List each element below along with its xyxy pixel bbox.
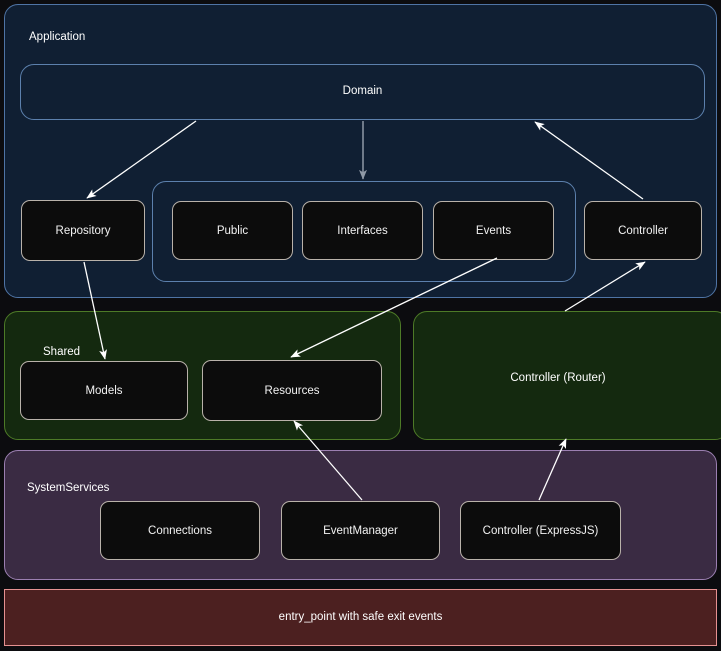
node-controller-expressjs-label: Controller (ExpressJS) (482, 524, 599, 537)
node-resources-label: Resources (264, 384, 320, 397)
node-models[interactable]: Models (20, 361, 188, 420)
node-resources[interactable]: Resources (202, 360, 382, 421)
group-entry-point[interactable]: entry_point with safe exit events (4, 589, 717, 646)
node-public[interactable]: Public (172, 201, 293, 260)
group-system-services-label: SystemServices (27, 482, 110, 494)
group-shared-label: Shared (43, 346, 81, 358)
node-models-label: Models (85, 384, 123, 397)
node-public-label: Public (216, 224, 249, 237)
node-events-label: Events (475, 224, 512, 237)
node-event-manager-label: EventManager (323, 524, 398, 537)
node-interfaces[interactable]: Interfaces (302, 201, 423, 260)
node-repository-label: Repository (55, 224, 111, 237)
node-events[interactable]: Events (433, 201, 554, 260)
group-application-label: Application (29, 31, 86, 43)
node-controller[interactable]: Controller (584, 201, 702, 260)
node-connections[interactable]: Connections (100, 501, 260, 560)
node-event-manager[interactable]: EventManager (281, 501, 440, 560)
group-controller-router[interactable]: Controller (Router) (413, 311, 721, 440)
group-domain[interactable]: Domain (20, 64, 705, 120)
group-domain-label: Domain (342, 85, 383, 97)
node-connections-label: Connections (148, 524, 212, 537)
node-interfaces-label: Interfaces (337, 224, 388, 237)
node-controller-expressjs[interactable]: Controller (ExpressJS) (460, 501, 621, 560)
node-controller-label: Controller (618, 224, 668, 237)
group-controller-router-label: Controller (Router) (510, 372, 606, 384)
node-repository[interactable]: Repository (21, 200, 145, 261)
group-entry-point-label: entry_point with safe exit events (278, 611, 443, 623)
